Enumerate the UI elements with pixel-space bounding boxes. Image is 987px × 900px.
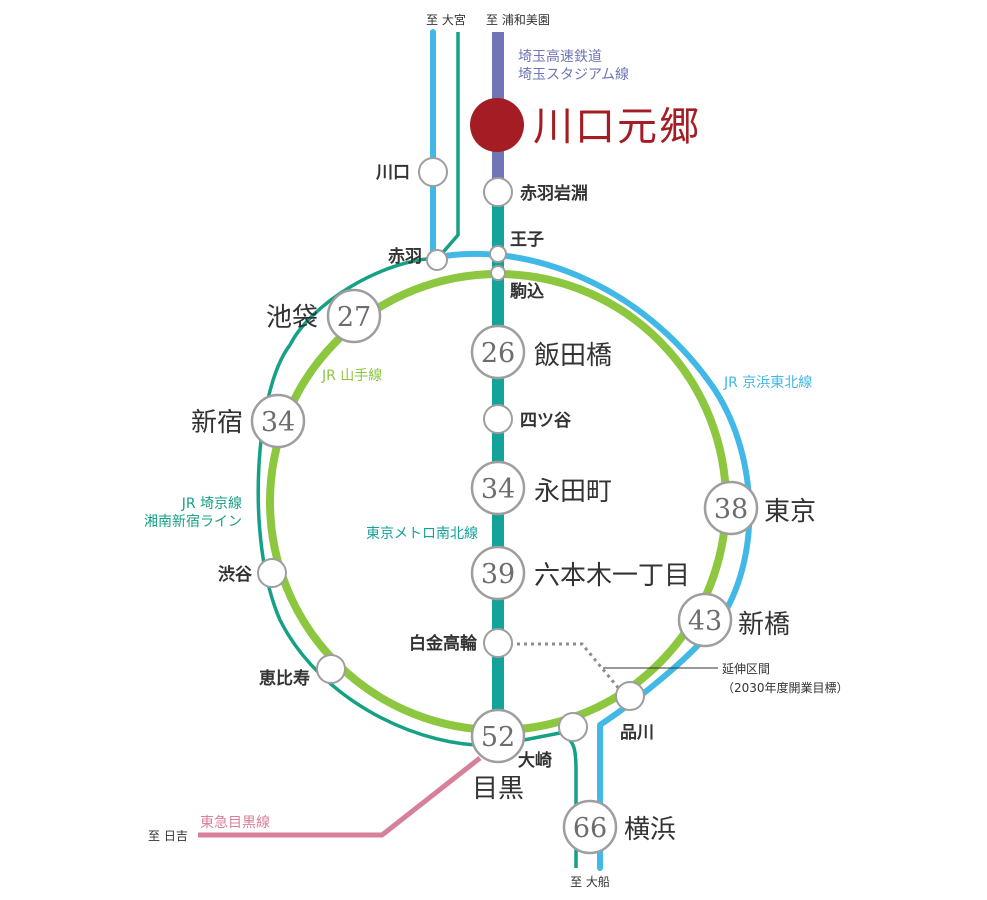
station-shibuya-marker[interactable] [257,558,287,588]
tokyu-meguro-line [198,756,482,838]
shimbashi-name: 新橋 [738,610,790,640]
small-stations [257,157,645,742]
roppongi-name: 六本木一丁目 [534,561,690,591]
ikebukuro-minutes: 27 [337,302,371,333]
station-roppongi-badge[interactable] [470,545,526,601]
origin-station-name: 川口元郷 [533,104,701,150]
extension-note: 延伸区間 （2030年度開業目標） [722,662,849,695]
ikebukuro-name: 池袋 [266,303,318,333]
akabaneiwabuchi-name: 赤羽岩淵 [520,183,588,204]
oji-name: 王子 [510,230,544,250]
label-tokyu: 東急目黒線 [200,815,270,831]
kawaguchi-name: 川口 [375,163,410,183]
minute-numbers: 27 34 26 34 39 38 43 52 66 [261,302,748,844]
dest-ofuna: 至 大船 [570,875,610,889]
shinjuku-minutes: 34 [261,407,295,438]
shibuya-name: 渋谷 [218,564,253,585]
station-shinagawa-marker[interactable] [615,681,645,711]
label-saikyo-1: JR 埼京線 [181,496,242,512]
dest-omiya: 至 大宮 [426,12,466,27]
station-shinjuku-badge[interactable] [250,393,306,449]
nagatacho-name: 永田町 [534,477,612,507]
station-tokyo-badge[interactable] [703,480,759,536]
major-stations [250,288,759,855]
ebisu-name: 恵比寿 [259,668,310,689]
akabane-name: 赤羽 [388,246,422,267]
shimbashi-minutes: 43 [688,606,722,637]
dest-urawa: 至 浦和美園 [486,13,550,27]
yokohama-name: 横浜 [624,815,676,845]
keihin-tohoku-line [430,29,753,871]
shinjuku-name: 新宿 [191,408,243,438]
roppongi-minutes: 39 [481,559,515,590]
origin-station-marker[interactable] [470,98,524,152]
nagatacho-minutes: 34 [481,474,515,505]
station-kawaguchi-marker[interactable] [418,157,448,187]
yokohama-minutes: 66 [573,813,607,844]
tokyo-minutes: 38 [714,494,748,525]
saikyo-line [256,32,578,868]
station-osaki-marker[interactable] [558,712,588,742]
station-ikebukuro-badge[interactable] [326,288,382,344]
extension-label: 延伸区間 [722,662,770,676]
station-oji-marker[interactable] [489,245,507,263]
shinagawa-name: 品川 [620,723,654,743]
label-saikyo-2: 湘南新宿ライン [144,513,242,530]
yotsuya-name: 四ツ谷 [520,411,572,431]
label-saitama-1: 埼玉高速鉄道 [518,48,602,65]
station-komagome-marker[interactable] [490,265,506,281]
iidabashi-minutes: 26 [481,338,515,369]
station-nagatacho-badge[interactable] [470,460,526,516]
label-keihin: JR 京浜東北線 [723,375,812,391]
major-station-names: 池袋 新宿 飯田橋 永田町 六本木一丁目 東京 新橋 目黒 横浜 [191,303,816,845]
line-labels: 埼玉高速鉄道 埼玉スタジアム線 JR 山手線 JR 京浜東北線 JR 埼京線 湘… [144,48,812,831]
label-yamanote: JR 山手線 [321,368,382,384]
station-yotsuya-marker[interactable] [483,404,513,434]
komagome-name: 駒込 [510,281,544,302]
label-saitama-2: 埼玉スタジアム線 [518,67,629,83]
station-meguro-badge[interactable] [470,708,526,764]
meguro-minutes: 52 [481,722,515,753]
station-shirokane-marker[interactable] [483,628,513,658]
iidabashi-name: 飯田橋 [534,341,612,371]
station-shimbashi-badge[interactable] [677,592,733,648]
station-iidabashi-badge[interactable] [470,324,526,380]
small-station-names: 川口 赤羽 赤羽岩淵 王子 駒込 四ツ谷 白金高輪 渋谷 恵比寿 大崎 品川 [218,163,654,771]
shirokane-name: 白金高輪 [409,633,478,654]
extension-line [510,642,622,691]
station-akabaneiwabuchi-marker[interactable] [483,177,513,207]
label-namboku: 東京メトロ南北線 [366,526,478,542]
extension-target: （2030年度開業目標） [722,680,849,695]
station-ebisu-marker[interactable] [316,654,346,684]
station-yokohama-badge[interactable] [562,799,618,855]
station-akabane-marker[interactable] [426,249,448,271]
osaki-name: 大崎 [518,750,552,771]
tokyo-name: 東京 [764,497,816,527]
dest-hiyoshi: 至 日吉 [148,829,188,843]
destination-labels: 至 大宮 至 浦和美園 至 日吉 至 大船 [148,12,610,889]
meguro-name: 目黒 [472,774,524,804]
